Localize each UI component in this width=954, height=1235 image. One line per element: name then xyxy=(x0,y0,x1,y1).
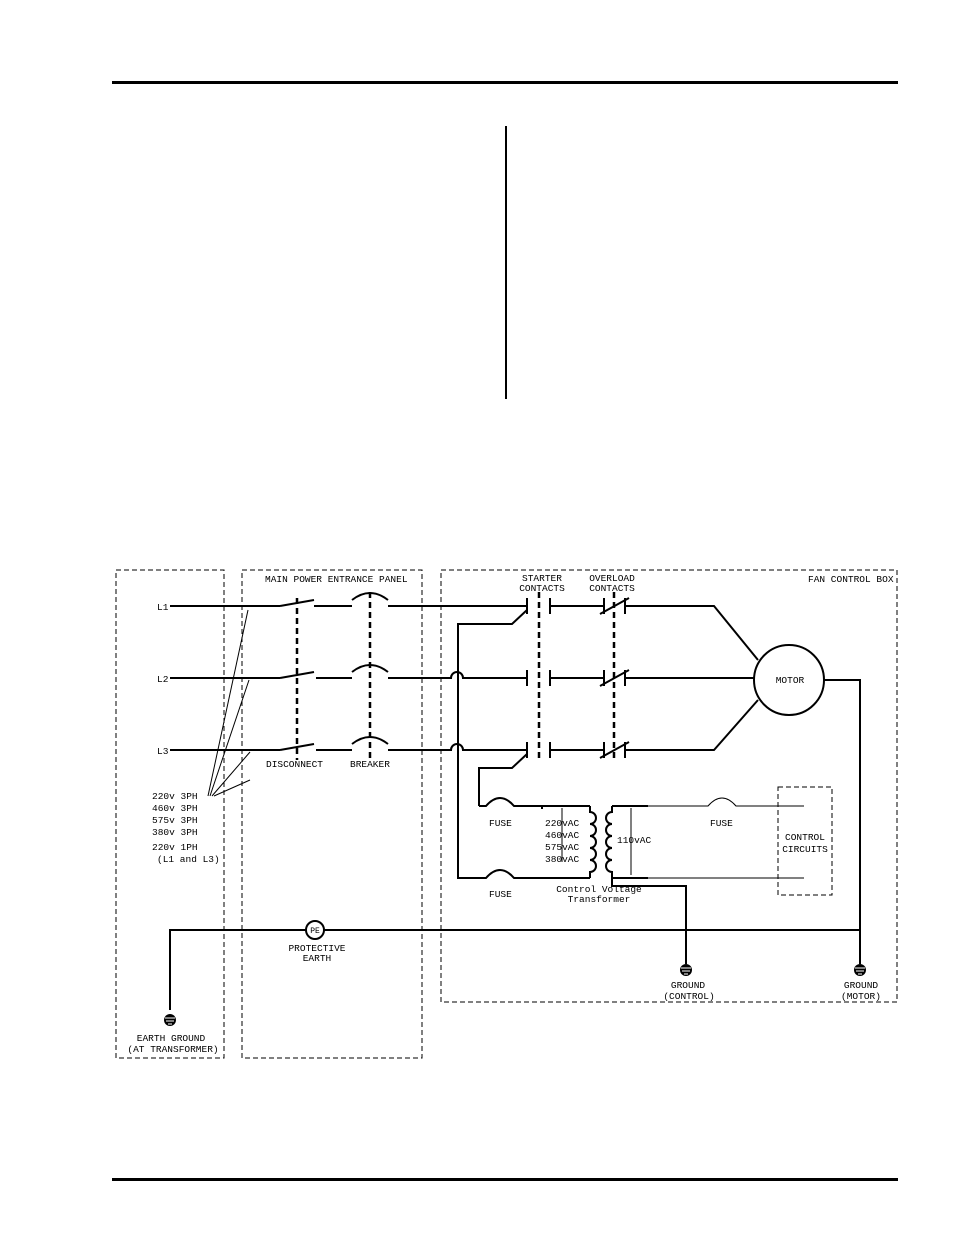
starter-label-1: STARTER xyxy=(522,573,562,584)
main-panel-label: MAIN POWER ENTRANCE PANEL xyxy=(265,574,408,585)
starter-label-2: CONTACTS xyxy=(519,583,565,594)
transformer-primary-leads xyxy=(542,805,590,879)
control-ground-wire xyxy=(611,878,687,964)
supply-voltage-5: 220v 1PH xyxy=(152,842,198,853)
fan-control-box xyxy=(440,569,898,1003)
pe-symbol xyxy=(305,920,325,940)
supply-box xyxy=(115,569,225,1059)
fuse-primary-lower xyxy=(479,869,542,879)
wire-l1 xyxy=(170,598,759,661)
supply-voltage-1: 220v 3PH xyxy=(152,791,198,802)
transformer-secondary-coil xyxy=(605,806,613,878)
voltage-pointers xyxy=(207,609,251,797)
fuse-label-upper: FUSE xyxy=(489,818,512,829)
starter-tap-lower xyxy=(478,753,528,806)
earth-ground-icon xyxy=(164,1014,176,1026)
breaker-label: BREAKER xyxy=(350,759,390,770)
supply-voltage-6: (L1 and L3) xyxy=(157,854,220,865)
secondary-upper-wire xyxy=(648,797,804,807)
protective-earth-label-1: PROTECTIVE xyxy=(288,943,345,954)
fuse-primary-upper xyxy=(479,797,543,809)
column-separator xyxy=(505,126,507,399)
overload-label-2: CONTACTS xyxy=(589,583,635,594)
fuse-label-lower: FUSE xyxy=(489,889,512,900)
primary-voltage-2: 460vAC xyxy=(545,830,580,841)
line-label-l1: L1 xyxy=(157,602,169,613)
overload-contact-l2 xyxy=(599,669,630,687)
protective-earth-label-2: EARTH xyxy=(303,953,332,964)
overload-contact-l3 xyxy=(599,741,630,759)
overload-label-1: OVERLOAD xyxy=(589,573,635,584)
line-label-l2: L2 xyxy=(157,674,169,685)
motor-ground-icon xyxy=(854,964,866,976)
wire-l2 xyxy=(170,670,754,686)
transformer-primary-coil xyxy=(589,806,597,878)
control-circuits-label-2: CIRCUITS xyxy=(782,844,828,855)
starter-tap-upper xyxy=(457,609,528,879)
control-circuits-label-1: CONTROL xyxy=(785,832,825,843)
primary-voltage-4: 380vAC xyxy=(545,854,580,865)
motor-ground-label-1: GROUND xyxy=(844,980,879,991)
control-ground-label-2: (CONTROL) xyxy=(663,991,714,1002)
transformer-label-1: Control Voltage xyxy=(556,884,642,895)
transformer-label-2: Transformer xyxy=(568,894,631,905)
motor-ground-label-2: (MOTOR) xyxy=(841,991,881,1002)
secondary-voltage: 110vAC xyxy=(617,835,652,846)
supply-voltage-3: 575v 3PH xyxy=(152,815,198,826)
line-label-l3: L3 xyxy=(157,746,169,757)
footer-rule xyxy=(112,1178,898,1181)
disconnect-label: DISCONNECT xyxy=(266,759,323,770)
supply-voltage-4: 380v 3PH xyxy=(152,827,198,838)
earth-ground-label-1: EARTH GROUND xyxy=(137,1033,206,1044)
header-rule xyxy=(112,81,898,84)
earth-ground-label-2: (AT TRANSFORMER) xyxy=(127,1044,218,1055)
wire-l3 xyxy=(170,699,759,758)
fan-box-label: FAN CONTROL BOX xyxy=(808,574,894,585)
protective-earth-bus xyxy=(169,929,860,1010)
control-circuits-box xyxy=(777,786,833,896)
primary-voltage-1: 220vAC xyxy=(545,818,580,829)
main-panel-box xyxy=(241,569,423,1059)
primary-voltage-3: 575vAC xyxy=(545,842,580,853)
supply-voltage-2: 460v 3PH xyxy=(152,803,198,814)
pe-label: PE xyxy=(310,927,320,936)
motor-label: MOTOR xyxy=(776,675,805,686)
fuse-label-secondary: FUSE xyxy=(710,818,733,829)
motor-ground-wire xyxy=(824,679,861,964)
control-ground-icon xyxy=(680,964,692,976)
overload-contact-l1 xyxy=(599,597,630,615)
control-ground-label-1: GROUND xyxy=(671,980,706,991)
